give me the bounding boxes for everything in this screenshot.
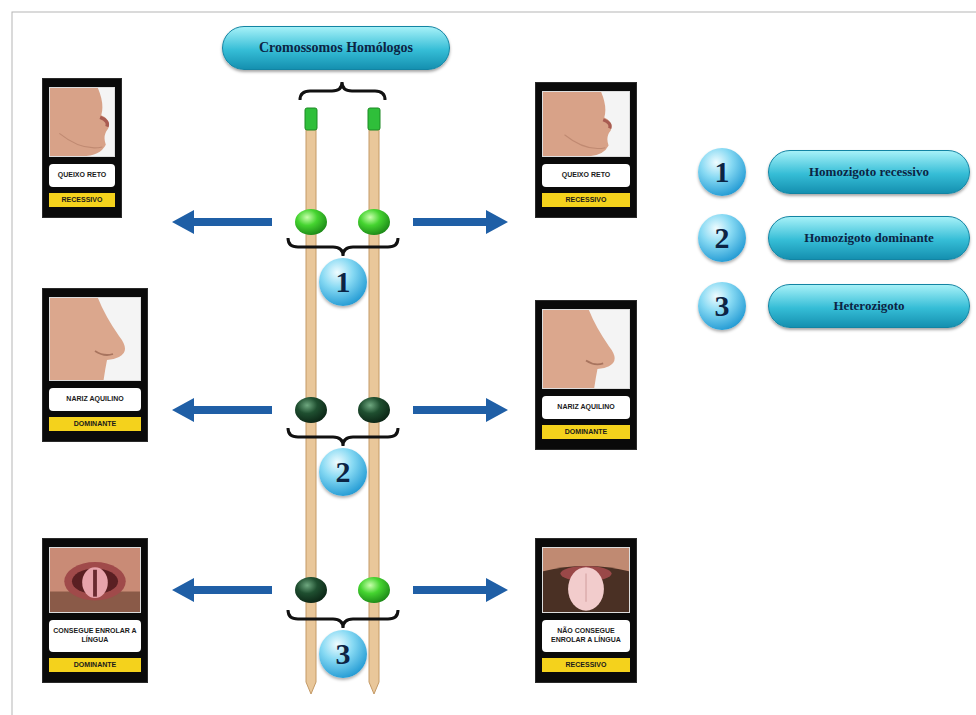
- legend-number: 2: [698, 214, 746, 262]
- trait-type: RECESSIVO: [542, 658, 630, 672]
- callout-number: 1: [715, 157, 730, 187]
- allele-bead: [295, 209, 327, 235]
- trait-label: QUEIXO RETO: [49, 164, 115, 187]
- trait-photo: [542, 547, 630, 613]
- arrow: [413, 398, 508, 422]
- allele-bead: [358, 577, 390, 603]
- trait-card: NARIZ AQUILINO DOMINANTE: [535, 300, 637, 450]
- callout-number: 1: [336, 267, 351, 297]
- frame: [12, 12, 976, 715]
- arrow: [172, 210, 272, 234]
- trait-card: NARIZ AQUILINO DOMINANTE: [42, 288, 148, 442]
- brace: [288, 238, 398, 256]
- trait-label: CONSEGUE ENROLAR A LÍNGUA: [49, 620, 141, 652]
- trait-type: RECESSIVO: [542, 193, 630, 207]
- trait-type: DOMINANTE: [542, 425, 630, 439]
- allele-bead: [358, 209, 390, 235]
- brace: [288, 428, 398, 446]
- legend-pill: Homozigoto dominante: [768, 216, 970, 260]
- trait-photo: [542, 91, 630, 157]
- number-circle: 3: [319, 630, 367, 678]
- trait-card: CONSEGUE ENROLAR A LÍNGUA DOMINANTE: [42, 538, 148, 683]
- number-circle: 1: [319, 258, 367, 306]
- pill-text: Homozigoto recessivo: [809, 164, 929, 180]
- trait-label: NÃO CONSEGUE ENROLAR A LÍNGUA: [542, 620, 630, 652]
- stick-tip: [368, 108, 380, 130]
- trait-card: NÃO CONSEGUE ENROLAR A LÍNGUA RECESSIVO: [535, 538, 637, 683]
- arrow: [172, 578, 272, 602]
- legend-number: 1: [698, 148, 746, 196]
- legend-pill: Heterozigoto: [768, 284, 970, 328]
- trait-card: QUEIXO RETO RECESSIVO: [535, 82, 637, 218]
- stick-tip: [305, 108, 317, 130]
- legend-pill: Homozigoto recessivo: [768, 150, 970, 194]
- trait-photo: [542, 309, 630, 389]
- trait-photo: [49, 297, 141, 381]
- trait-type: DOMINANTE: [49, 417, 141, 431]
- brace: [300, 82, 385, 100]
- trait-photo: [49, 87, 115, 157]
- trait-label: QUEIXO RETO: [542, 164, 630, 187]
- allele-bead: [295, 397, 327, 423]
- trait-label: NARIZ AQUILINO: [542, 396, 630, 419]
- trait-type: DOMINANTE: [49, 658, 141, 672]
- brace: [288, 610, 398, 628]
- pill-text: Homozigoto dominante: [804, 230, 934, 246]
- title-pill: Cromossomos Homólogos: [222, 26, 450, 70]
- pill-text: Cromossomos Homólogos: [259, 40, 413, 56]
- callout-number: 2: [715, 223, 730, 253]
- allele-bead: [295, 577, 327, 603]
- legend-number: 3: [698, 282, 746, 330]
- allele-bead: [358, 397, 390, 423]
- trait-type: RECESSIVO: [49, 193, 115, 207]
- arrow: [413, 578, 508, 602]
- callout-number: 2: [336, 457, 351, 487]
- trait-card: QUEIXO RETO RECESSIVO: [42, 78, 122, 218]
- number-circle: 2: [319, 448, 367, 496]
- trait-label: NARIZ AQUILINO: [49, 388, 141, 411]
- pill-text: Heterozigoto: [833, 298, 904, 314]
- arrow: [413, 210, 508, 234]
- trait-photo: [49, 547, 141, 613]
- callout-number: 3: [715, 291, 730, 321]
- callout-number: 3: [336, 639, 351, 669]
- arrow: [172, 398, 272, 422]
